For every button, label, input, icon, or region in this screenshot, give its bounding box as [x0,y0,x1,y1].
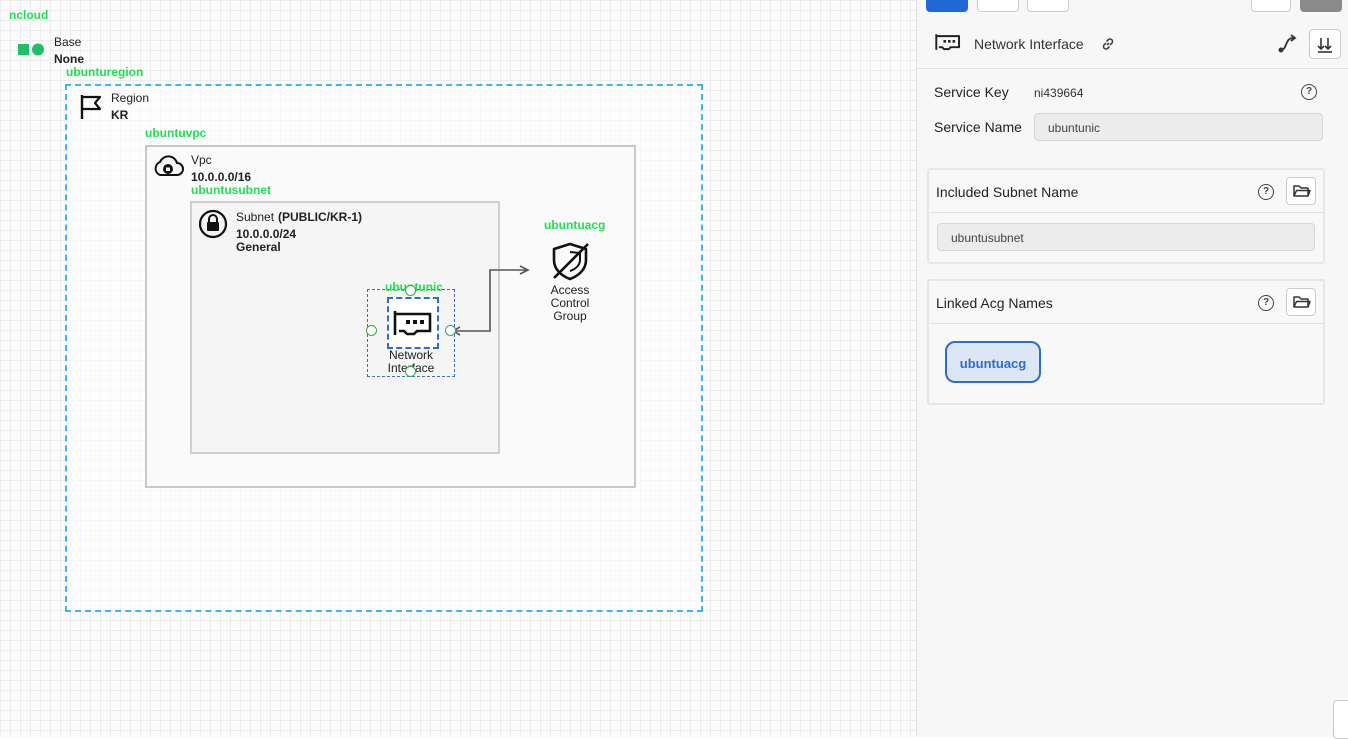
subnet-type: (PUBLIC/KR-1) [278,210,362,224]
service-key-value: ni439664 [1034,86,1084,100]
folder-open-icon [1293,185,1311,197]
browse-subnet-button[interactable] [1286,177,1316,205]
diagram-canvas[interactable]: ncloud Base None ubunturegion Region KR … [0,0,916,737]
service-name-label: Service Name [934,119,1022,135]
network-card-icon [393,307,433,344]
link-icon[interactable] [1100,36,1116,57]
linked-acg-section: Linked Acg Names ? ubuntuacg [927,279,1325,405]
panel-edge-button[interactable] [1333,700,1348,739]
root-label: ncloud [9,8,49,22]
cloud-lock-icon [152,153,184,186]
panel-header: Network Interface [917,20,1348,69]
browse-acg-button[interactable] [1286,288,1316,316]
acg-label-line1: Access [550,283,590,297]
acg-name-label: ubuntuacg [544,218,606,232]
route-icon[interactable] [1277,34,1299,59]
flag-icon [78,93,104,126]
region-title: Region [111,91,150,105]
network-card-icon [935,31,961,58]
subnet-cidr: 10.0.0.0/24 [236,227,297,241]
base-icon [17,43,47,61]
toolbar-primary-button[interactable] [926,0,968,12]
base-value: None [54,52,84,66]
toolbar-button-5[interactable] [1300,0,1342,12]
help-icon[interactable]: ? [1301,84,1317,100]
toolbar-button-3[interactable] [1027,0,1069,12]
vpc-name-label: ubuntuvpc [145,126,207,140]
help-icon[interactable]: ? [1258,295,1274,311]
connect-handle-bottom[interactable] [405,366,416,377]
included-subnet-header: Included Subnet Name ? [929,170,1323,213]
region-value: KR [111,108,129,122]
help-icon[interactable]: ? [1258,184,1274,200]
acg-node-label: Access Control Group [536,284,604,323]
connect-handle-left[interactable] [366,325,377,336]
acg-chip[interactable]: ubuntuacg [945,341,1041,383]
service-name-input[interactable]: ubuntunic [1034,113,1323,141]
subnet-usage: General [236,240,281,254]
connect-handle-right[interactable] [445,325,456,336]
subnet-title: Subnet [236,210,275,224]
panel-title: Network Interface [974,36,1084,52]
nic-node[interactable] [387,297,439,349]
vpc-title: Vpc [191,153,212,167]
linked-acg-header: Linked Acg Names ? [929,281,1323,324]
connect-handle-top[interactable] [405,285,416,296]
subnet-name-label: ubuntusubnet [191,183,271,197]
shield-slash-icon[interactable] [548,240,592,287]
properties-panel: Network Interface Service Key ni439664 ?… [916,0,1348,739]
lock-icon [198,209,228,244]
base-title: Base [54,35,82,49]
folder-open-icon [1293,296,1311,308]
sort-button[interactable] [1309,29,1341,59]
included-subnet-input[interactable]: ubuntusubnet [937,223,1315,251]
vpc-cidr: 10.0.0.0/16 [191,170,252,184]
linked-acg-label: Linked Acg Names [936,295,1053,311]
included-subnet-label: Included Subnet Name [936,184,1079,200]
toolbar-button-2[interactable] [977,0,1019,12]
nic-label-line1: Network [388,348,433,362]
toolbar-button-4[interactable] [1251,0,1291,12]
acg-label-line2: Control [550,296,590,310]
sort-icon [1317,38,1332,53]
service-key-label: Service Key [934,84,1009,100]
acg-label-line3: Group [553,309,587,323]
region-name-label: ubunturegion [66,65,144,79]
included-subnet-section: Included Subnet Name ? ubuntusubnet [927,168,1325,264]
